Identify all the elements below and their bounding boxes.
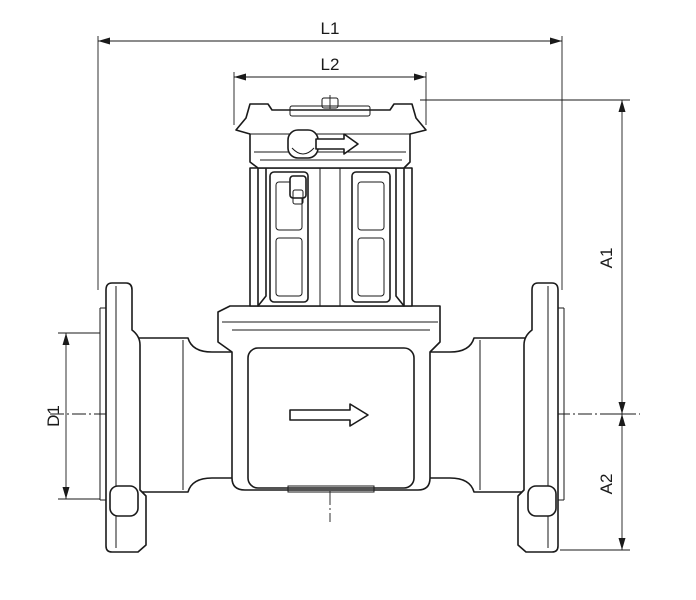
actuator-columns bbox=[249, 163, 413, 307]
dimension-l1: L1 bbox=[97, 19, 563, 290]
dimension-a1-label: A1 bbox=[597, 248, 616, 269]
dimension-d1: D1 bbox=[44, 332, 100, 500]
valve-body bbox=[132, 305, 529, 493]
dimension-l1-label: L1 bbox=[321, 19, 340, 38]
left-flange bbox=[99, 282, 147, 553]
dimension-a2: A2 bbox=[560, 414, 630, 551]
dimension-a2-label: A2 bbox=[597, 474, 616, 495]
flow-direction-arrow-top bbox=[315, 133, 359, 155]
flow-direction-arrow-body bbox=[289, 403, 369, 427]
right-flange bbox=[517, 282, 565, 553]
dimension-a1: A1 bbox=[420, 99, 632, 415]
dimension-l2: L2 bbox=[233, 55, 427, 125]
dimension-d1-label: D1 bbox=[44, 405, 63, 427]
dimension-l2-label: L2 bbox=[321, 55, 340, 74]
actuator-head bbox=[235, 97, 427, 169]
